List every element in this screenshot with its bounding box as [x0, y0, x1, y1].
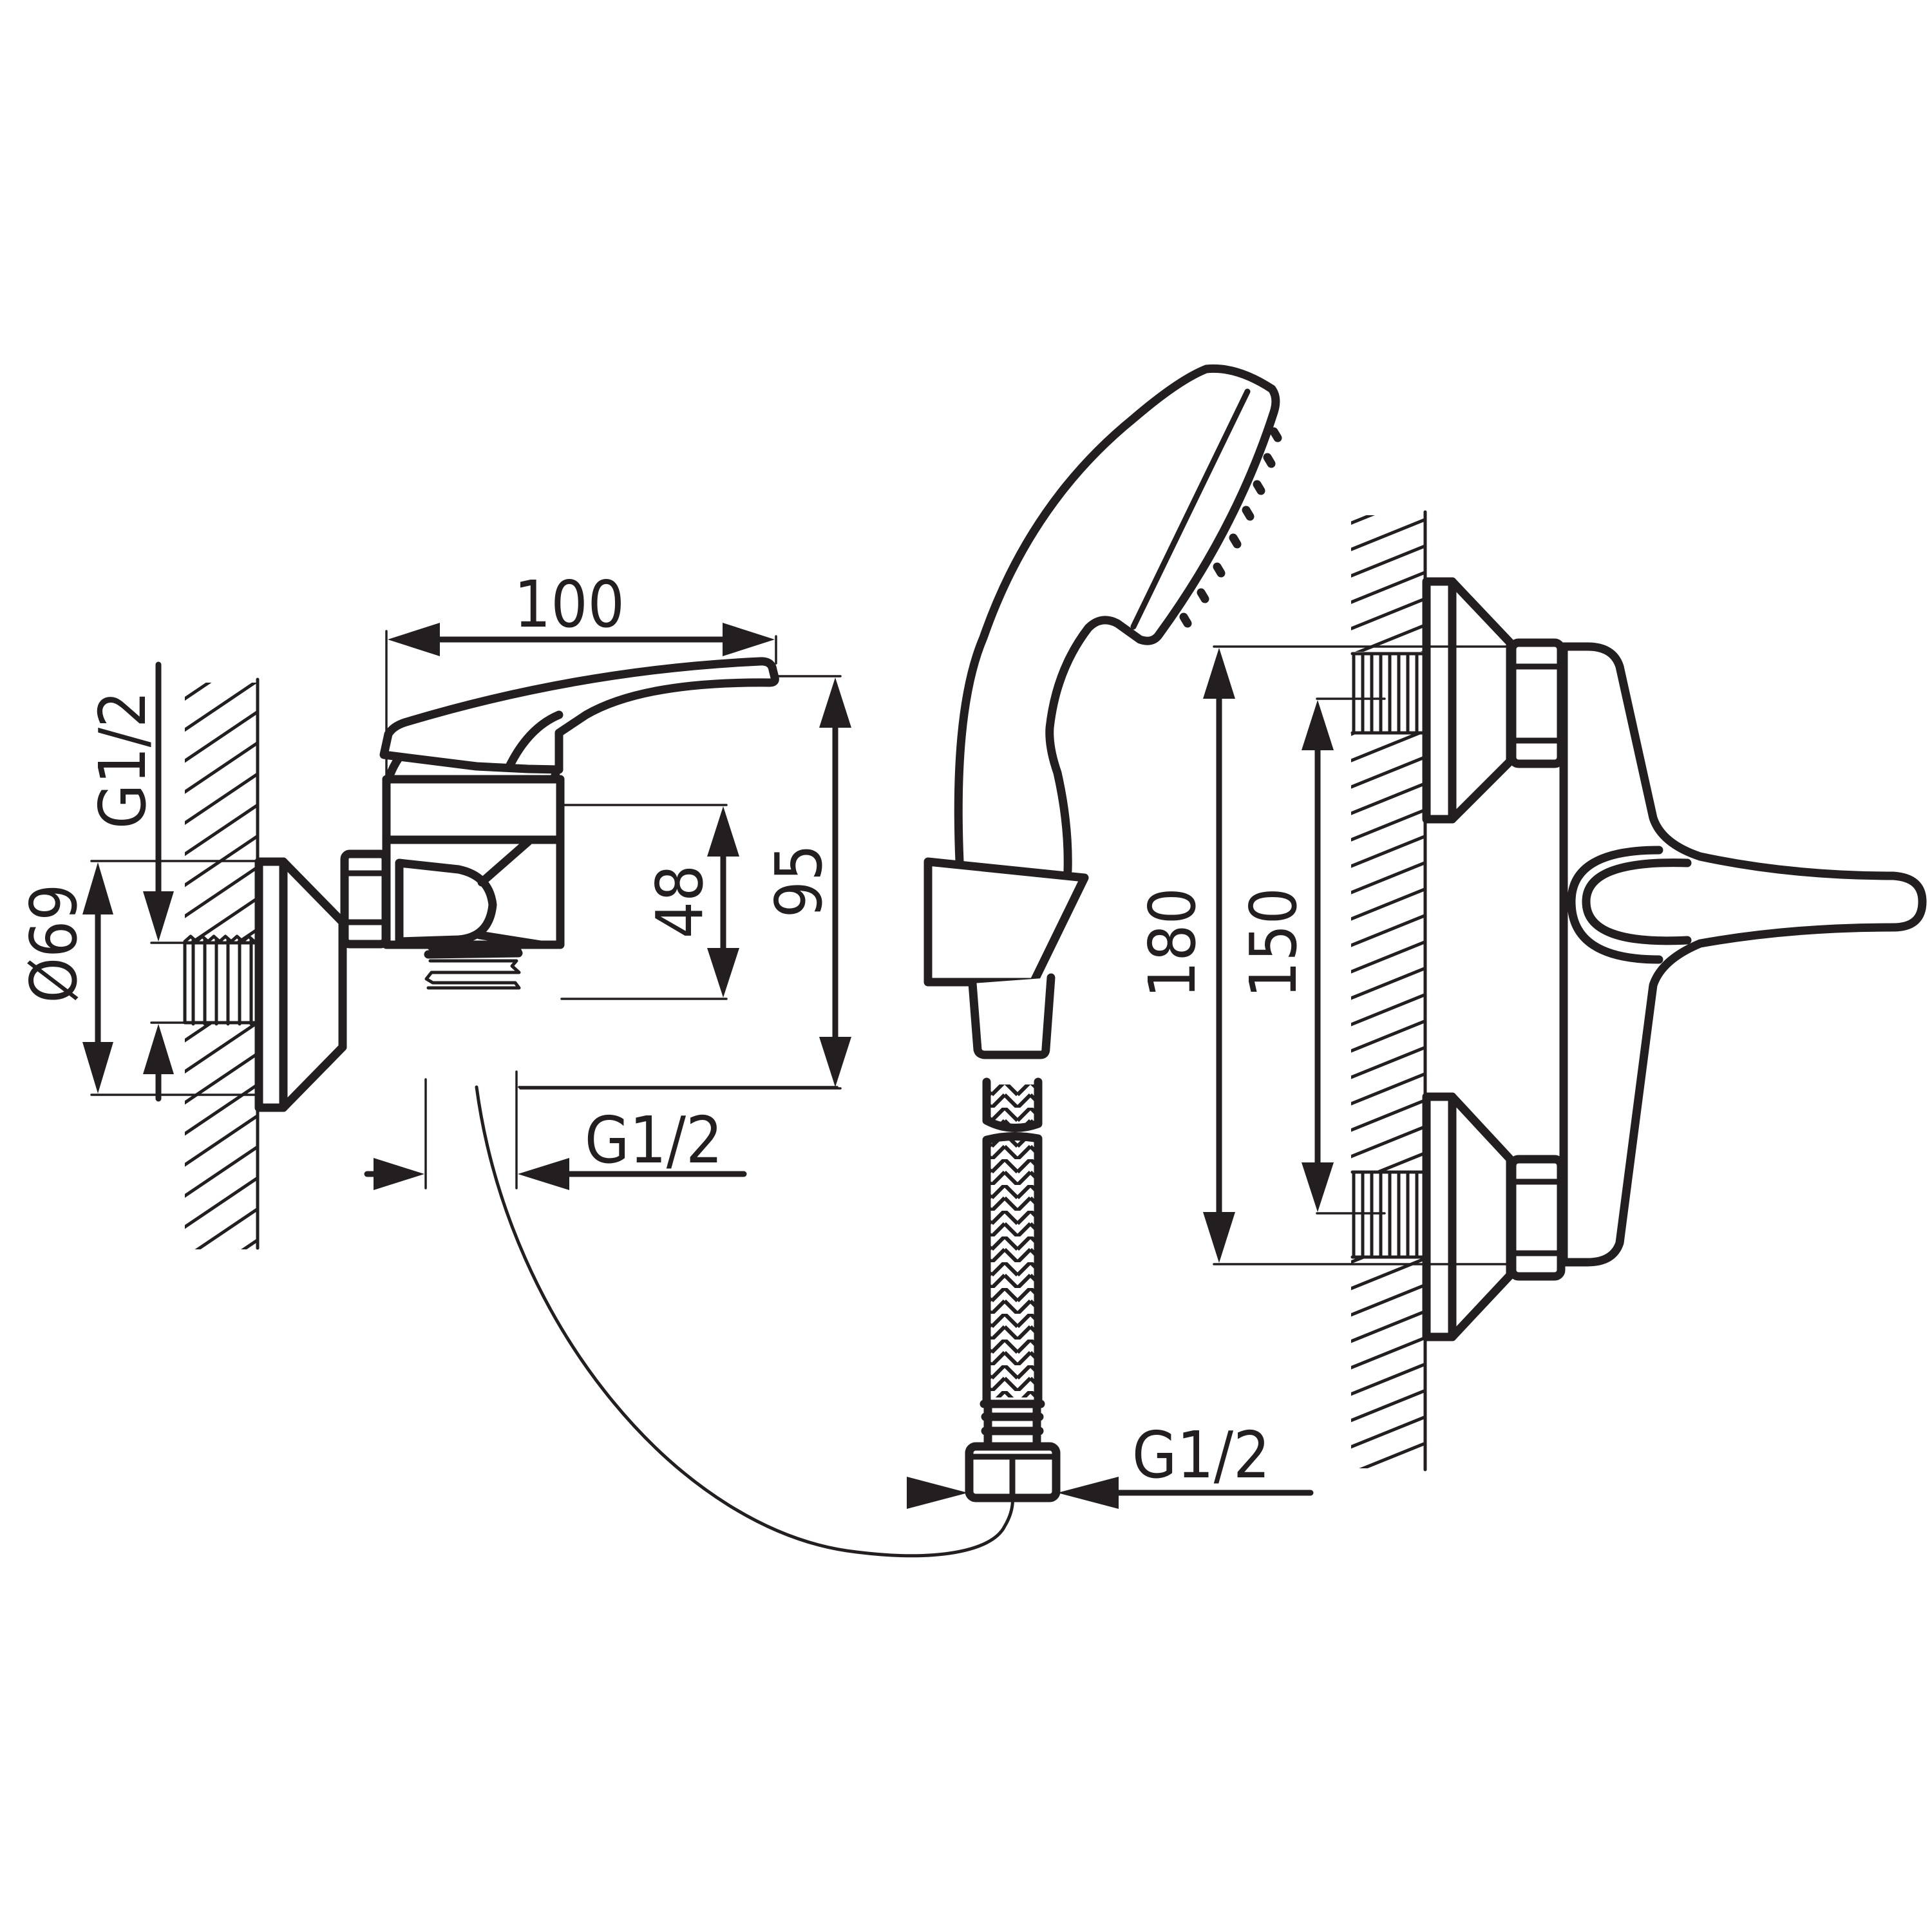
hose-segment-upper — [982, 1077, 1043, 1132]
wall-flange-bottom — [1422, 1092, 1515, 1341]
hose-connection-nut — [965, 1442, 1061, 1502]
wall-section-left — [185, 677, 260, 1250]
side-view: 100 95 48 Ø69 — [16, 567, 1014, 1558]
dimension-100: 100 — [385, 567, 777, 781]
wall-thread-bottom — [1316, 1170, 1425, 1259]
hand-shower-head — [954, 364, 1282, 875]
dimension-150-label: 150 — [1236, 887, 1311, 998]
dimension-diameter-69: Ø69 — [16, 860, 259, 1096]
hand-shower-view: G1/2 — [907, 364, 1314, 1509]
dimension-48: 48 — [560, 804, 739, 1000]
dimension-wall-thread-label: G1/2 — [85, 691, 160, 829]
mixer-lever-side — [379, 657, 779, 774]
mixer-body-side — [382, 753, 565, 949]
outlet-thread — [424, 942, 523, 990]
hand-shower-holder — [923, 857, 1089, 987]
wall-flange-left — [254, 857, 347, 1112]
connection-nut-left — [340, 849, 390, 949]
hose-segment-lower — [980, 1132, 1045, 1450]
dimension-outlet-thread: G1/2 — [364, 1070, 838, 1190]
mixer-body-front — [1559, 642, 1927, 1267]
dimension-48-label: 48 — [642, 865, 717, 938]
dimension-hose-thread: G1/2 — [907, 1417, 1314, 1509]
dimension-100-label: 100 — [514, 567, 625, 642]
connection-nut-top — [1508, 638, 1566, 768]
dimension-95: 95 — [519, 675, 851, 1090]
dimension-diameter-69-label: Ø69 — [16, 884, 91, 1003]
dimension-outlet-thread-label: G1/2 — [585, 1103, 723, 1178]
wall-flange-top — [1422, 577, 1515, 824]
dimension-hose-thread-label: G1/2 — [1132, 1417, 1271, 1493]
front-view: 180 150 — [1135, 510, 1927, 1472]
hose-curve — [475, 1085, 1014, 1558]
dimension-180-label: 180 — [1135, 887, 1210, 998]
wall-thread-top — [1316, 652, 1425, 735]
connection-nut-bottom — [1508, 1155, 1566, 1281]
dimension-150: 150 — [1236, 700, 1334, 1212]
dimension-wall-thread: G1/2 — [85, 661, 186, 1102]
hand-shower-neck — [968, 973, 1056, 1059]
dimension-95-label: 95 — [761, 844, 837, 918]
dimension-180: 180 — [1135, 648, 1235, 1263]
